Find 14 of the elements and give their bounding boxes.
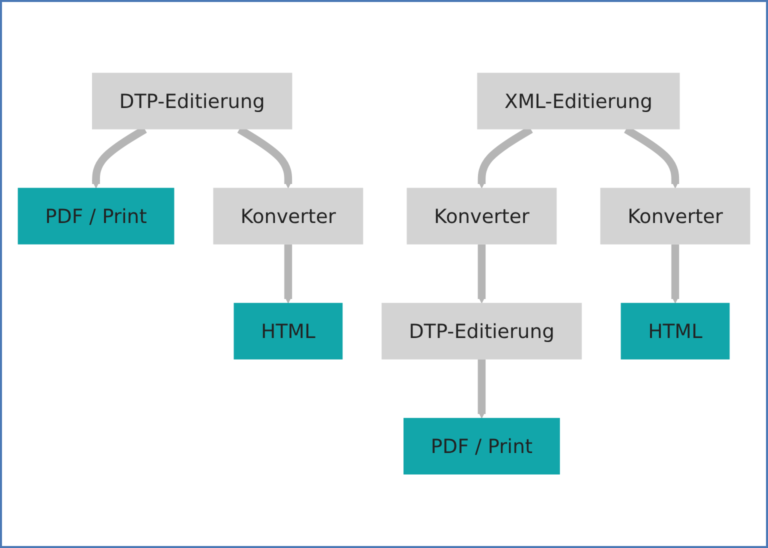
node-box: XML-Editierung	[477, 73, 680, 130]
arrow	[477, 244, 486, 304]
arrow	[670, 244, 680, 304]
node-box: PDF / Print	[404, 418, 560, 475]
node-box: DTP-Editierung	[382, 303, 582, 360]
node-box: HTML	[234, 303, 343, 360]
node-box: Konverter	[600, 188, 750, 245]
arrow	[284, 244, 292, 304]
node-box: Konverter	[213, 188, 364, 245]
node-box: HTML	[620, 303, 730, 360]
arrow	[477, 360, 486, 419]
node-box: Konverter	[406, 188, 557, 245]
node-box: DTP-Editierung	[92, 73, 292, 130]
node-box: PDF / Print	[18, 188, 174, 245]
